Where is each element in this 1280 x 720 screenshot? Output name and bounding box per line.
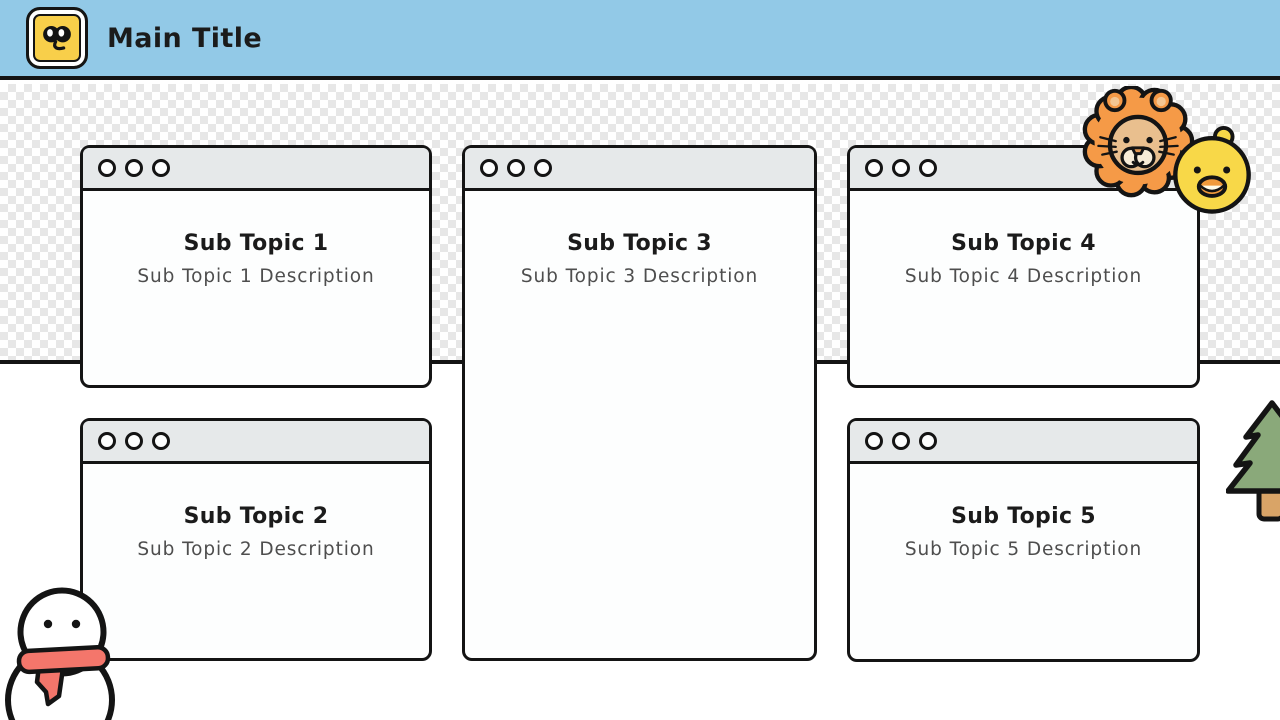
window-titlebar [465,148,814,191]
header-bar: Main Title [0,0,1280,80]
window-dot-icon [98,432,116,450]
window-titlebar [83,148,429,191]
duck-icon[interactable] [1167,124,1257,220]
window-titlebar [850,421,1197,464]
window-titlebar [83,421,429,464]
card-title: Sub Topic 4 [951,231,1096,256]
card-body: Sub Topic 5 Sub Topic 5 Description [850,464,1197,560]
app-logo [26,7,88,69]
window-dot-icon [865,159,883,177]
window-dot-icon [892,432,910,450]
card-description: Sub Topic 4 Description [904,266,1143,287]
window-dot-icon [919,159,937,177]
window-dot-icon [125,432,143,450]
window-dot-icon [98,159,116,177]
card-description: Sub Topic 3 Description [520,266,759,287]
card-title: Sub Topic 5 [951,504,1096,529]
card-body: Sub Topic 1 Sub Topic 1 Description [83,191,429,287]
window-dot-icon [865,432,883,450]
subtopic-card-2[interactable]: Sub Topic 2 Sub Topic 2 Description [80,418,432,661]
card-description: Sub Topic 2 Description [137,539,375,560]
card-body: Sub Topic 3 Sub Topic 3 Description [465,191,814,287]
snowman-icon[interactable] [4,584,120,720]
window-dot-icon [125,159,143,177]
page-title: Main Title [107,22,263,54]
window-dot-icon [919,432,937,450]
card-body: Sub Topic 4 Sub Topic 4 Description [850,191,1197,287]
card-description: Sub Topic 1 Description [137,266,375,287]
elephant-face-icon [43,26,71,51]
lion-icon[interactable] [1080,84,1196,204]
window-dot-icon [507,159,525,177]
pine-tree-icon[interactable] [1225,399,1280,528]
subtopic-card-5[interactable]: Sub Topic 5 Sub Topic 5 Description [847,418,1200,662]
window-dot-icon [152,432,170,450]
card-title: Sub Topic 1 [183,231,329,256]
window-dot-icon [534,159,552,177]
window-dot-icon [892,159,910,177]
subtopic-card-1[interactable]: Sub Topic 1 Sub Topic 1 Description [80,145,432,388]
subtopic-card-3[interactable]: Sub Topic 3 Sub Topic 3 Description [462,145,817,661]
window-dot-icon [152,159,170,177]
card-body: Sub Topic 2 Sub Topic 2 Description [83,464,429,560]
card-title: Sub Topic 2 [183,504,329,529]
window-dot-icon [480,159,498,177]
card-description: Sub Topic 5 Description [904,539,1143,560]
card-title: Sub Topic 3 [567,231,712,256]
